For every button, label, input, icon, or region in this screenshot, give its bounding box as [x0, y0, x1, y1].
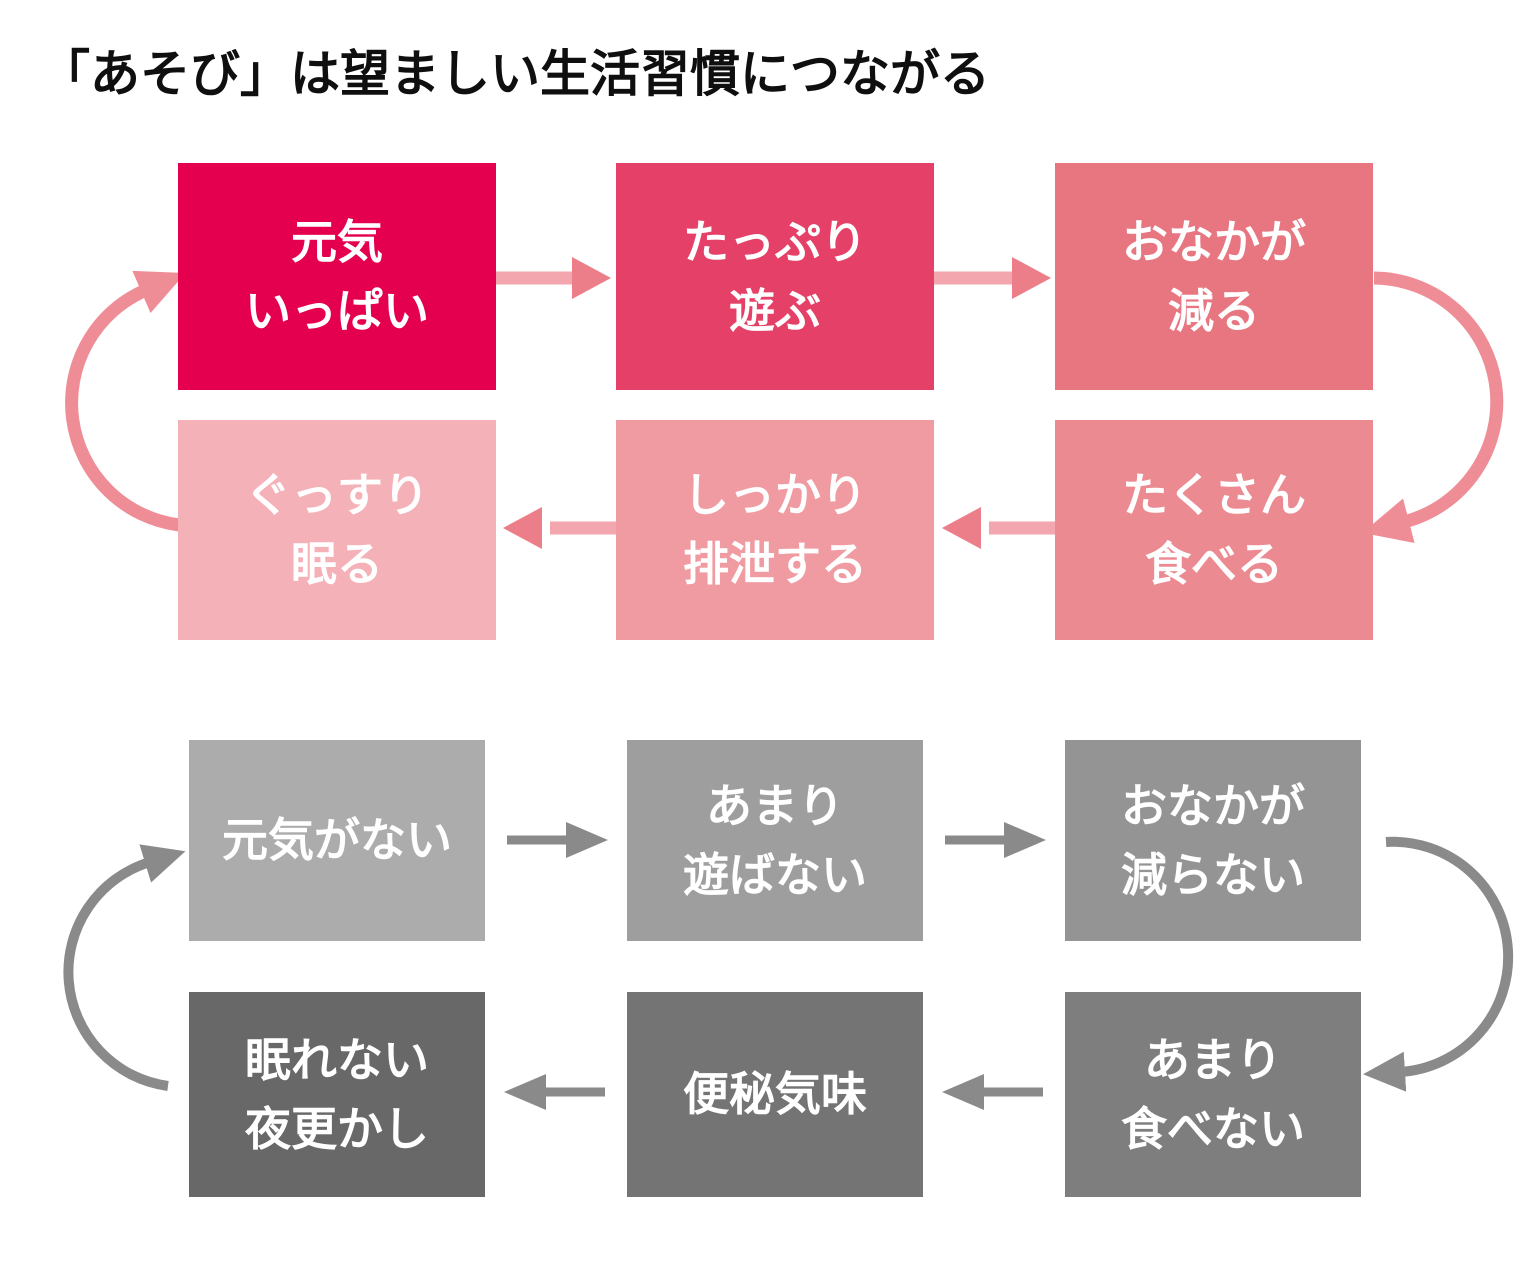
arrow-head-icon	[572, 257, 611, 299]
node-eat-little: あまり 食べない	[1065, 992, 1361, 1197]
node-rarely-play: あまり 遊ばない	[627, 740, 923, 941]
curve-sleep-to-energy	[65, 270, 186, 532]
arrow-no-play-to-no-hunger	[945, 822, 1046, 858]
node-sleep-well: ぐっすり 眠る	[178, 420, 496, 640]
arrow-eat-to-excrete	[942, 507, 1055, 549]
curve-hungry-to-eat	[1362, 271, 1504, 543]
arrow-excrete-to-sleep	[503, 507, 616, 549]
node-not-hungry: おなかが 減らない	[1065, 740, 1361, 941]
arrow-no-eat-to-constipation	[942, 1074, 1043, 1110]
node-stay-up-late: 眠れない 夜更かし	[189, 992, 485, 1197]
node-constipated: 便秘気味	[627, 992, 923, 1197]
node-eat-lots: たくさん 食べる	[1055, 420, 1373, 640]
node-play-plenty: たっぷり 遊ぶ	[616, 163, 934, 390]
arrow-head-icon	[942, 1074, 984, 1110]
arrow-head-icon	[566, 822, 608, 858]
arrow-head-icon	[1012, 257, 1051, 299]
arrow-energy-to-play	[496, 257, 611, 299]
node-excrete-well: しっかり 排泄する	[616, 420, 934, 640]
arrow-constipation-to-no-sleep	[504, 1074, 605, 1110]
arrow-head-icon	[504, 1074, 546, 1110]
arrow-no-energy-to-no-play	[507, 822, 608, 858]
curve-no-sleep-to-no-energy	[63, 844, 186, 1091]
arrow-head-icon	[1004, 822, 1046, 858]
node-get-hungry: おなかが 減る	[1055, 163, 1373, 390]
node-energetic: 元気 いっぱい	[178, 163, 496, 390]
arrow-play-to-hungry	[934, 257, 1051, 299]
curve-no-hunger-to-no-eat	[1363, 836, 1514, 1092]
arrow-head-icon	[503, 507, 542, 549]
diagram-title: 「あそび」は望ましい生活習慣につながる	[40, 46, 990, 102]
arrow-head-icon	[942, 507, 981, 549]
node-no-energy: 元気がない	[189, 740, 485, 941]
